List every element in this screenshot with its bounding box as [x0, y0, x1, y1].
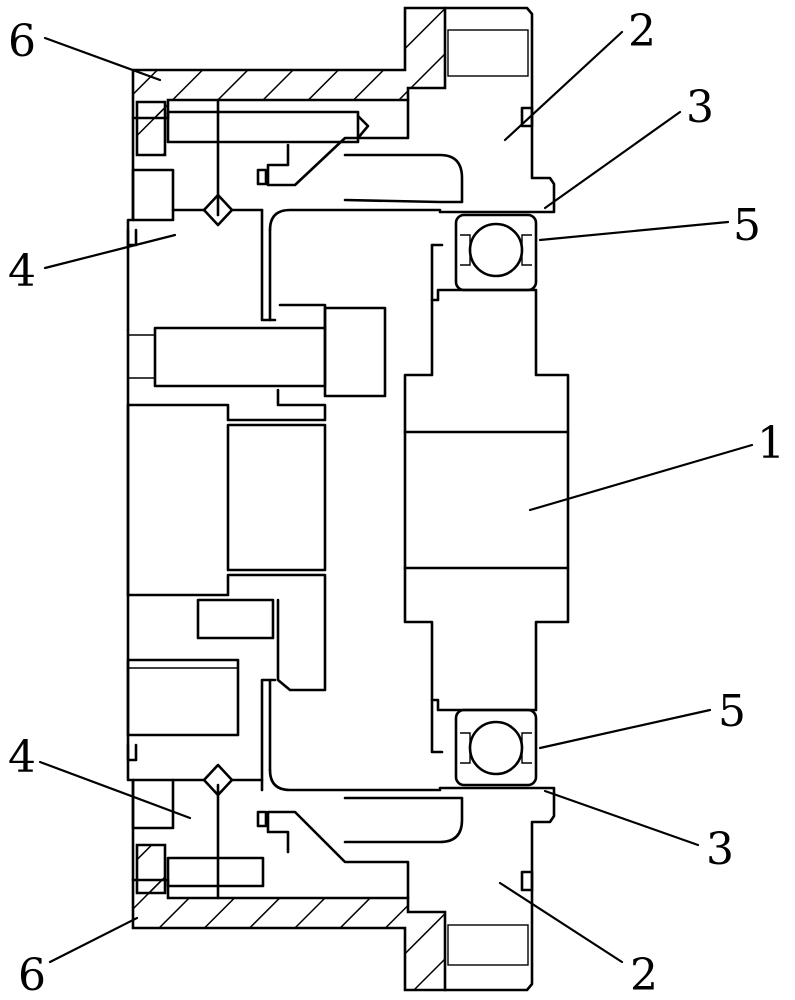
label-2-bottom: 2: [630, 950, 658, 1000]
part-2-top: [266, 6, 556, 214]
label-3-top: 3: [686, 82, 714, 133]
label-6-top: 6: [8, 16, 36, 67]
carrier-middle: [126, 303, 387, 737]
housing-top-hatched: [131, 6, 447, 157]
label-5-bottom: 5: [718, 686, 746, 737]
label-6-bottom: 6: [18, 950, 46, 1000]
part-2-bottom: [266, 786, 556, 992]
bearing-bottom: [454, 708, 538, 787]
shaft-part-1: [403, 243, 570, 754]
label-4-bottom: 4: [8, 732, 36, 783]
label-5-top: 5: [733, 200, 761, 251]
sleeve: [260, 208, 442, 792]
label-1: 1: [757, 418, 785, 469]
housing-bottom-hatched: [131, 843, 447, 992]
label-4-top: 4: [8, 246, 36, 297]
bearing-top: [454, 213, 538, 292]
leader-lines: [38, 30, 754, 964]
label-3-bottom: 3: [706, 824, 734, 875]
label-2-top: 2: [628, 6, 656, 57]
